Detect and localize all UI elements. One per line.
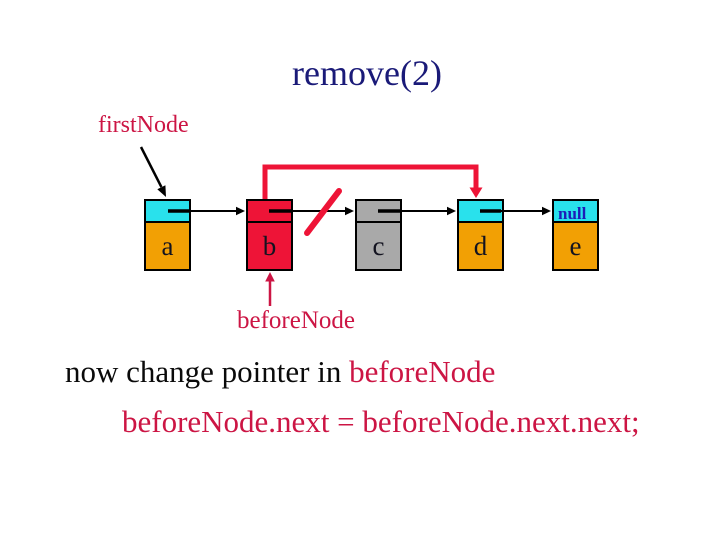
node-d-value-cell: d	[459, 223, 502, 269]
node-b-label: b	[262, 230, 277, 261]
node-c-label: c	[372, 230, 385, 261]
caption-line1: now change pointer in beforeNode	[65, 356, 495, 387]
node-a-label: a	[161, 230, 174, 261]
removed-link-slash	[304, 188, 342, 236]
caption-line1-red-text: beforeNode	[349, 354, 496, 389]
node-a-value-cell: a	[146, 223, 189, 269]
list-node-c: c	[355, 199, 402, 271]
null-pointer-text: null	[558, 204, 587, 223]
node-d-pointer-cell	[459, 201, 502, 223]
list-node-a: a	[144, 199, 191, 271]
first-node-arrow	[139, 146, 166, 197]
node-b-pointer-cell	[248, 201, 291, 223]
node-e-value-cell: e	[554, 223, 597, 269]
list-node-e: null e	[552, 199, 599, 271]
node-c-value-cell: c	[357, 223, 400, 269]
node-e-label: e	[569, 230, 582, 261]
node-d-label: d	[473, 230, 488, 261]
jump-pointer-arrow-b-to-d	[262, 164, 483, 199]
slide-title: remove(2)	[292, 53, 442, 93]
list-node-d: d	[457, 199, 504, 271]
first-node-label: firstNode	[98, 112, 189, 138]
node-b-value-cell: b	[248, 223, 291, 269]
caption-line1-black-text: now change pointer in	[65, 354, 350, 389]
list-node-b: b	[246, 199, 293, 271]
before-node-label: beforeNode	[237, 307, 355, 334]
caption-line2-code: beforeNode.next = beforeNode.next.next;	[122, 404, 640, 439]
node-c-pointer-cell	[357, 201, 400, 223]
node-e-pointer-cell: null	[554, 201, 597, 223]
node-a-pointer-cell	[146, 201, 189, 223]
before-node-arrow	[265, 272, 275, 306]
